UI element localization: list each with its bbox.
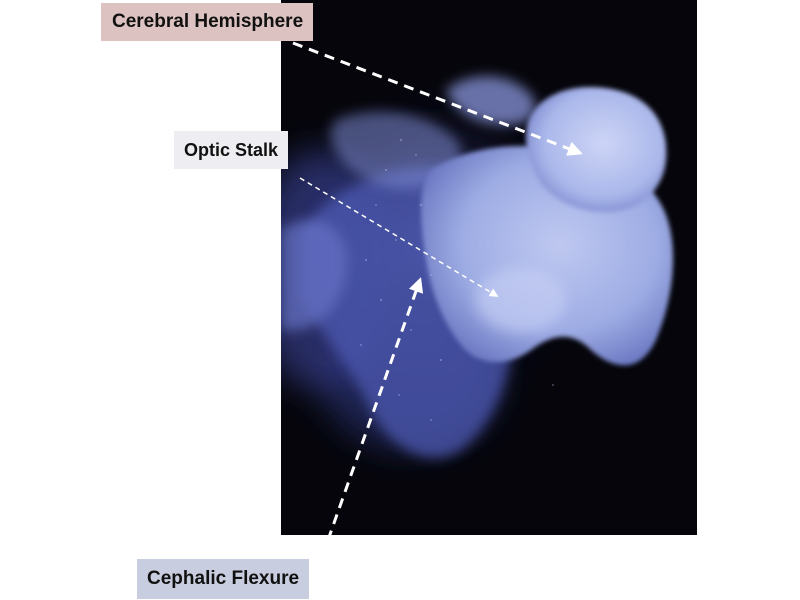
cephalic-flexure-label: Cephalic Flexure [137, 559, 310, 599]
optic-stalk-label: Optic Stalk [174, 131, 289, 169]
embryo-brain-photo [281, 0, 697, 535]
embryo-brain-illustration [281, 76, 674, 458]
cerebral-hemisphere-label: Cerebral Hemisphere [101, 3, 314, 41]
optic-vesicle [476, 268, 566, 332]
